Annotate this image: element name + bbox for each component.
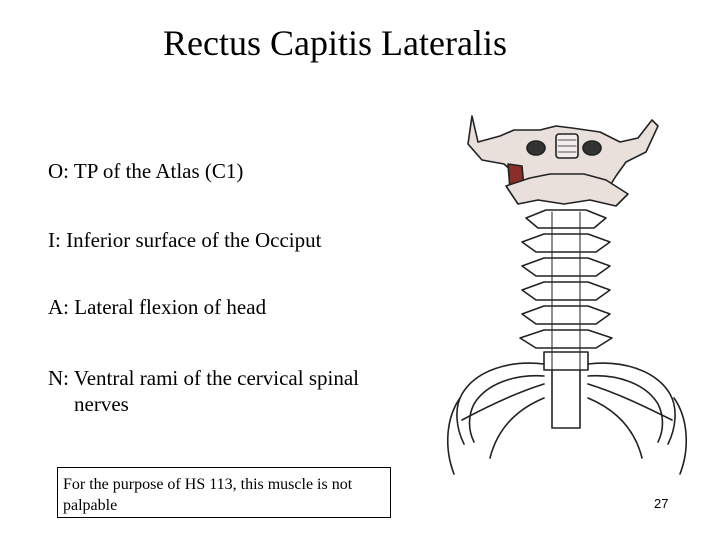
slide-title: Rectus Capitis Lateralis (163, 23, 507, 63)
nerve-text-line2: nerves (74, 392, 129, 416)
origin-text: O: TP of the Atlas (C1) (48, 159, 244, 183)
nerve-text-line1: N: Ventral rami of the cervical spinal (48, 366, 360, 390)
rib-upper-left (456, 362, 545, 445)
clavicle-right (587, 383, 673, 421)
clavicle-left (461, 383, 545, 421)
page-number: 27 (654, 496, 669, 511)
cervical-spine-illustration-icon (446, 115, 688, 475)
insertion-text: I: Inferior surface of the Occiput (48, 228, 322, 252)
nerve-text: N: Ventral rami of the cervical spinal n… (48, 365, 428, 417)
rib-upper-right (587, 362, 676, 445)
action-text: A: Lateral flexion of head (48, 295, 267, 319)
atlas-vertebra (505, 173, 629, 207)
palpation-note: For the purpose of HS 113, this muscle i… (57, 467, 391, 518)
